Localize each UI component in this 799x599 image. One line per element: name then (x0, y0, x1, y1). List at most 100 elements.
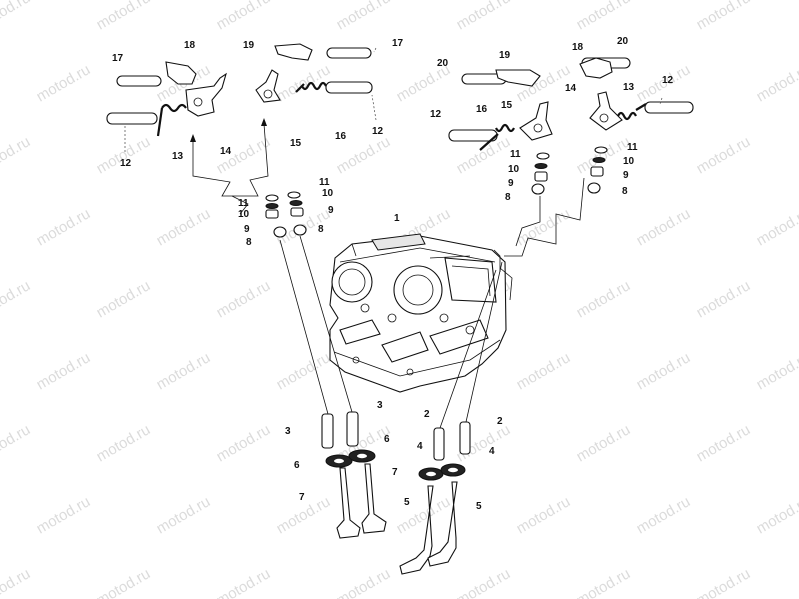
label-15: 15 (501, 100, 513, 111)
label-14: 14 (565, 83, 577, 94)
label-7: 7 (392, 467, 398, 478)
label-5: 5 (476, 501, 482, 512)
watermark-text: motod.ru (634, 349, 694, 393)
label-11: 11 (627, 142, 638, 153)
label-8: 8 (246, 237, 252, 248)
right-rocker-arms (495, 57, 623, 141)
label-8: 8 (318, 224, 324, 235)
cylinder-head (329, 233, 513, 393)
label-14: 14 (220, 146, 232, 157)
label-5: 5 (404, 497, 410, 508)
left-collets-springs (265, 191, 307, 238)
watermark-text: motod.ru (394, 493, 454, 537)
watermark-text: motod.ru (754, 493, 799, 537)
label-6: 6 (294, 460, 300, 471)
right-rocker-shafts (448, 57, 694, 142)
watermark-text: motod.ru (274, 349, 334, 393)
label-7: 7 (299, 492, 305, 503)
pushrod-lines (279, 235, 503, 429)
label-17: 17 (112, 53, 124, 64)
watermark-text: motod.ru (514, 493, 574, 537)
watermark-text: motod.ru (154, 349, 214, 393)
watermark-text: motod.ru (634, 205, 694, 249)
label-16: 16 (476, 104, 488, 115)
label-11: 11 (238, 198, 249, 209)
label-9: 9 (623, 170, 629, 181)
watermark-text: motod.ru (154, 205, 214, 249)
label-8: 8 (622, 186, 628, 197)
watermark-text: motod.ru (514, 349, 574, 393)
label-13: 13 (172, 151, 184, 162)
watermark-text: motod.ru (34, 205, 94, 249)
label-2: 2 (424, 409, 430, 420)
label-18: 18 (572, 42, 584, 53)
label-19: 19 (243, 40, 255, 51)
watermark-text: motod.ru (34, 61, 94, 105)
watermark-text: motod.ru (0, 565, 33, 599)
watermark-text: motod.ru (694, 421, 754, 465)
watermark-text: motod.ru (574, 565, 634, 599)
left-rocker-arms (165, 43, 313, 117)
label-4: 4 (417, 441, 423, 452)
label-11: 11 (319, 177, 330, 188)
right-leaders (504, 97, 663, 257)
watermark-text: motod.ru (0, 277, 33, 321)
label-10: 10 (322, 188, 334, 199)
watermark-text: motod.ru (34, 493, 94, 537)
watermark-text: motod.ru (0, 421, 33, 465)
label-10: 10 (623, 156, 635, 167)
label-12: 12 (430, 109, 442, 120)
watermark-text: motod.ru (94, 565, 154, 599)
label-9: 9 (244, 224, 250, 235)
label-4: 4 (489, 446, 495, 457)
label-19: 19 (499, 50, 511, 61)
left-rocker-shafts (106, 47, 373, 125)
watermark-text: motod.ru (454, 0, 514, 33)
watermark-text: motod.ru (214, 277, 274, 321)
right-springs (479, 103, 647, 151)
watermark-text: motod.ru (334, 565, 394, 599)
watermark-text: motod.ru (694, 0, 754, 33)
label-10: 10 (508, 164, 520, 175)
label-12: 12 (372, 126, 384, 137)
right-collets-springs (531, 146, 608, 195)
valves (336, 463, 458, 575)
label-9: 9 (508, 178, 514, 189)
left-springs (156, 81, 327, 137)
watermark-text: motod.ru (214, 565, 274, 599)
label-12: 12 (120, 158, 132, 169)
watermark-text: motod.ru (574, 0, 634, 33)
watermark-text: motod.ru (754, 349, 799, 393)
label-1: 1 (394, 213, 400, 224)
watermark-text: motod.ru (694, 133, 754, 177)
label-13: 13 (623, 82, 635, 93)
label-11: 11 (510, 149, 521, 160)
label-20: 20 (437, 58, 449, 69)
watermark-text: motod.ru (334, 0, 394, 33)
label-15: 15 (290, 138, 302, 149)
watermark-text: motod.ru (0, 0, 33, 33)
label-16: 16 (335, 131, 347, 142)
label-17: 17 (392, 38, 404, 49)
watermark-text: motod.ru (0, 133, 33, 177)
label-2: 2 (497, 416, 503, 427)
watermark-text: motod.ru (634, 493, 694, 537)
label-9: 9 (328, 205, 334, 216)
valve-guides (321, 411, 471, 461)
watermark-text: motod.ru (514, 205, 574, 249)
watermark-text: motod.ru (574, 277, 634, 321)
watermark-text: motod.ru (754, 61, 799, 105)
label-12: 12 (662, 75, 674, 86)
watermark-text: motod.ru (214, 421, 274, 465)
watermark-text: motod.ru (34, 349, 94, 393)
watermark-text: motod.ru (94, 0, 154, 33)
label-20: 20 (617, 36, 629, 47)
watermark-text: motod.ru (94, 421, 154, 465)
label-10: 10 (238, 209, 250, 220)
watermark-text: motod.ru (574, 421, 634, 465)
watermark-text: motod.ru (94, 277, 154, 321)
watermark-text: motod.ru (694, 277, 754, 321)
watermark-text: motod.ru (454, 565, 514, 599)
watermark-text: motod.ru (214, 0, 274, 33)
